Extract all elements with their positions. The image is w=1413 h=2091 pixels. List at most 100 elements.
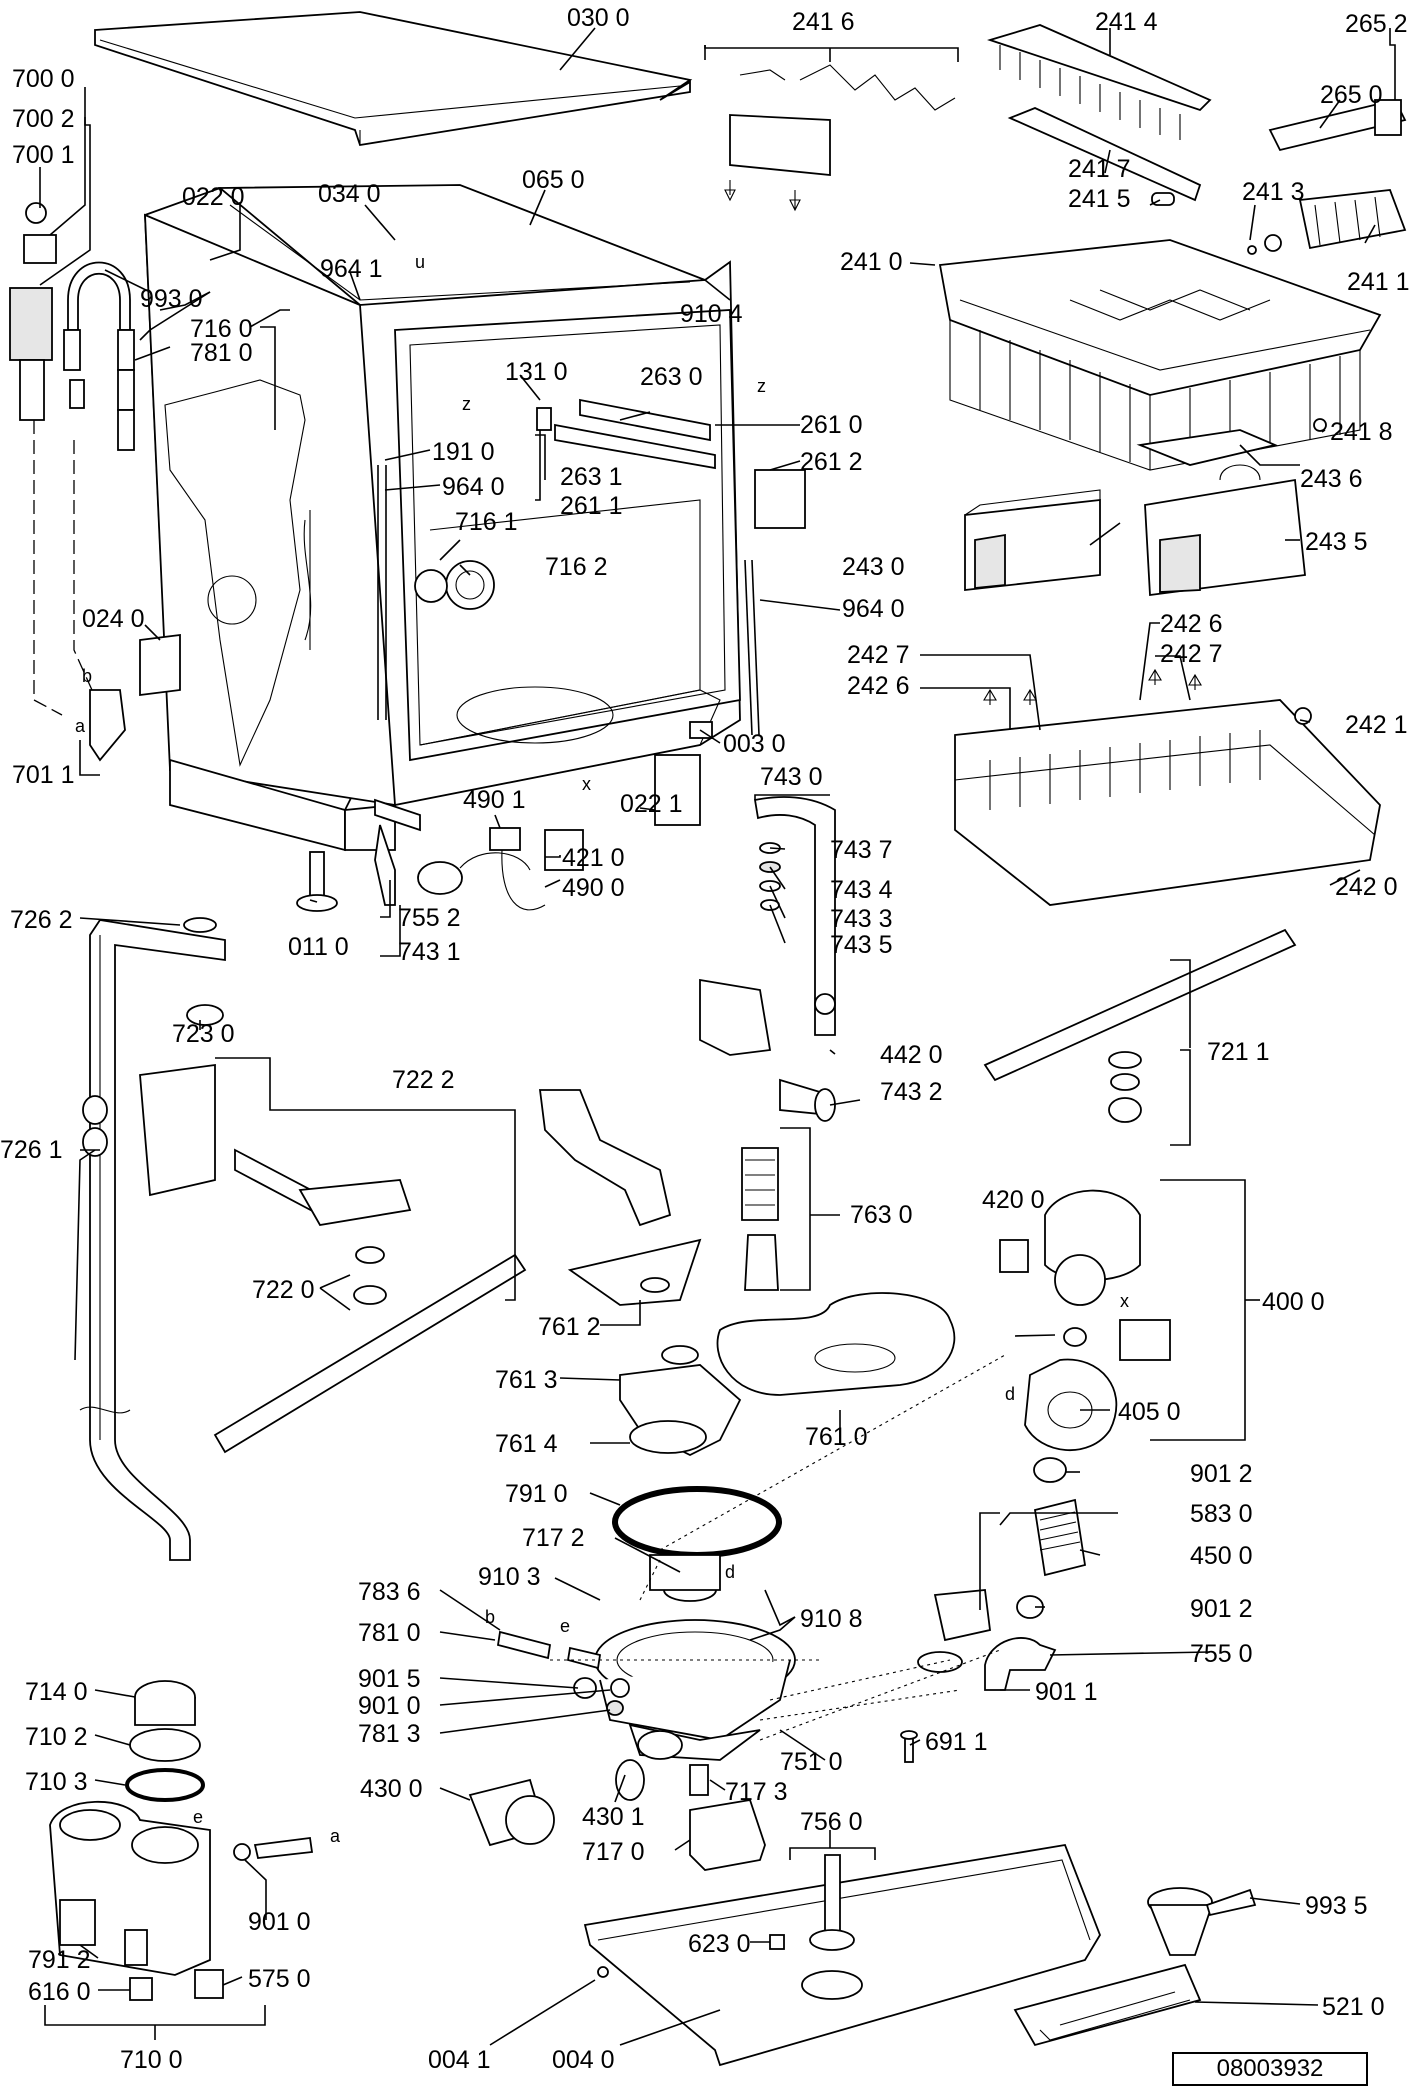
label-700-2: 700 2 <box>12 105 75 133</box>
label-701-1: 701 1 <box>12 761 75 789</box>
mark-e-1: e <box>560 1616 570 1636</box>
water-softener-710 <box>49 1680 224 2001</box>
label-721-1: 721 1 <box>1207 1038 1270 1066</box>
label-723-0: 723 0 <box>172 1020 235 1048</box>
mark-d-1: d <box>1005 1384 1015 1404</box>
label-901-1: 901 1 <box>1035 1678 1098 1706</box>
label-964-1: 964 1 <box>320 255 383 283</box>
label-024-0: 024 0 <box>82 605 145 633</box>
label-242-6-a: 242 6 <box>1160 610 1223 638</box>
label-901-2-a: 901 2 <box>1190 1460 1253 1488</box>
label-241-4: 241 4 <box>1095 8 1158 36</box>
label-743-5: 743 5 <box>830 931 893 959</box>
cutlery-baskets-243 <box>964 429 1306 597</box>
label-691-1: 691 1 <box>925 1728 988 1756</box>
spray-tube-726 <box>79 917 226 1561</box>
label-714-0: 714 0 <box>25 1678 88 1706</box>
label-756-0: 756 0 <box>800 1808 863 1836</box>
label-243-0: 243 0 <box>842 553 905 581</box>
label-450-0: 450 0 <box>1190 1542 1253 1570</box>
label-263-0: 263 0 <box>640 363 703 391</box>
label-761-3: 761 3 <box>495 1366 558 1394</box>
label-034-0: 034 0 <box>318 180 381 208</box>
label-726-1: 726 1 <box>0 1136 63 1164</box>
label-717-2: 717 2 <box>522 1524 585 1552</box>
gasket-7910 <box>612 1486 782 1558</box>
label-901-5: 901 5 <box>358 1665 421 1693</box>
label-910-8: 910 8 <box>800 1605 863 1633</box>
callout-labels: 030 0 241 6 241 4 265 2 265 0 700 0 700 … <box>0 4 1410 2074</box>
bracket-755-743 <box>374 798 421 906</box>
label-490-1: 490 1 <box>463 786 526 814</box>
label-420-0: 420 0 <box>982 1186 1045 1214</box>
label-430-0: 430 0 <box>360 1775 423 1803</box>
label-717-3: 717 3 <box>725 1778 788 1806</box>
label-004-0: 004 0 <box>552 2046 615 2074</box>
leader-lines <box>39 27 1396 2046</box>
label-781-0: 781 0 <box>358 1619 421 1647</box>
label-003-0: 003 0 <box>723 730 786 758</box>
label-710-0: 710 0 <box>120 2046 183 2074</box>
label-022-0: 022 0 <box>182 183 245 211</box>
label-011-0: 011 0 <box>288 933 349 961</box>
label-743-4: 743 4 <box>830 876 893 904</box>
label-964-0-right: 964 0 <box>842 595 905 623</box>
label-717-0: 717 0 <box>582 1838 645 1866</box>
label-022-1: 022 1 <box>620 790 683 818</box>
label-783-6: 783 6 <box>358 1578 421 1606</box>
circulation-pump-400 <box>917 1189 1171 1691</box>
label-430-1: 430 1 <box>582 1803 645 1831</box>
lower-spray-arm-722 <box>139 1063 527 1454</box>
label-583-0: 583 0 <box>1190 1500 1253 1528</box>
label-405-0: 405 0 <box>1118 1398 1181 1426</box>
label-700-0: 700 0 <box>12 65 75 93</box>
label-781-0-top: 781 0 <box>190 339 253 367</box>
label-781-3: 781 3 <box>358 1720 421 1748</box>
hose-parts-700 <box>9 202 135 762</box>
label-065-0: 065 0 <box>522 166 585 194</box>
upper-spray-arm-7211 <box>983 928 1297 1123</box>
label-490-0: 490 0 <box>562 874 625 902</box>
mark-b-2: b <box>485 1607 495 1627</box>
top-cover-030 <box>94 11 693 147</box>
label-261-2: 261 2 <box>800 448 863 476</box>
label-261-0: 261 0 <box>800 411 863 439</box>
label-241-6: 241 6 <box>792 8 855 36</box>
label-241-8: 241 8 <box>1330 418 1393 446</box>
label-241-3: 241 3 <box>1242 178 1305 206</box>
rod-2417 <box>1007 107 1202 202</box>
label-265-0: 265 0 <box>1320 81 1383 109</box>
lower-basket-242 <box>954 668 1381 906</box>
label-716-0: 716 0 <box>190 315 253 343</box>
label-242-6-b: 242 6 <box>847 672 910 700</box>
upper-basket-241 <box>938 239 1382 471</box>
fitting-9010-left <box>233 1836 314 1861</box>
letter-marks: z z u x b a x d b e d e a <box>75 252 1129 1846</box>
label-700-1: 700 1 <box>12 141 75 169</box>
label-263-1: 263 1 <box>560 463 623 491</box>
label-755-2: 755 2 <box>398 904 461 932</box>
label-243-5: 243 5 <box>1305 528 1368 556</box>
label-716-2: 716 2 <box>545 553 608 581</box>
mark-d-2: d <box>725 1562 735 1582</box>
label-901-0-mid: 901 0 <box>358 1692 421 1720</box>
label-763-0: 763 0 <box>850 1201 913 1229</box>
label-791-2: 791 2 <box>28 1946 91 1974</box>
label-743-3: 743 3 <box>830 905 893 933</box>
mains-cable-490 <box>417 827 584 911</box>
connector-line <box>639 1559 661 1601</box>
tine-rack-2414 <box>987 24 1212 140</box>
label-241-1: 241 1 <box>1347 268 1410 296</box>
label-910-4: 910 4 <box>680 300 743 328</box>
label-722-0: 722 0 <box>252 1276 315 1304</box>
label-191-0: 191 0 <box>432 438 495 466</box>
label-241-7: 241 7 <box>1068 155 1131 183</box>
label-242-0: 242 0 <box>1335 873 1398 901</box>
label-261-1: 261 1 <box>560 492 623 520</box>
parts-265-241 <box>1247 98 1407 255</box>
foot-011 <box>296 851 338 912</box>
label-743-1: 743 1 <box>398 938 461 966</box>
pressure-switch-717 <box>649 1554 766 1871</box>
label-901-2-b: 901 2 <box>1190 1595 1253 1623</box>
